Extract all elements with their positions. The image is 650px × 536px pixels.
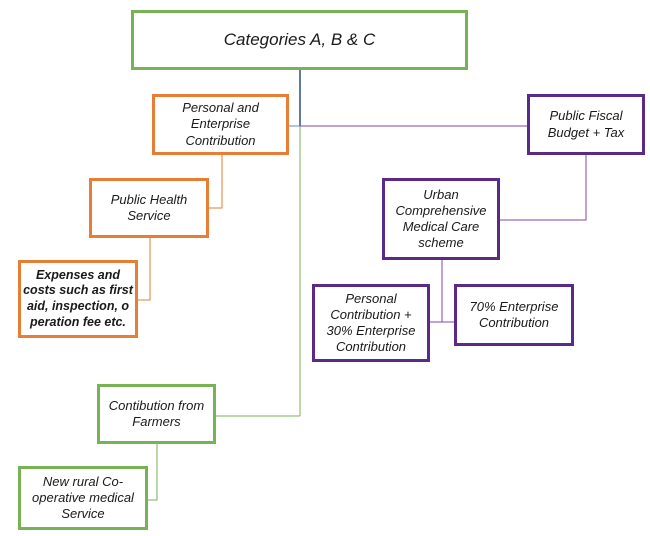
public-fiscal-node: Public Fiscal Budget + Tax: [527, 94, 645, 155]
public-health-label: Public Health Service: [110, 191, 188, 223]
public-fiscal-label: Public Fiscal Budget + Tax: [547, 108, 625, 140]
rural-cooperative-label: New rural Co- operative medical Service: [32, 473, 134, 522]
personal-enterprise-node: Personal and Enterprise Contribution: [152, 94, 289, 155]
personal-30-label: Personal Contribution + 30% Enterprise C…: [326, 290, 416, 355]
expenses-node: Expenses and costs such as first aid, in…: [18, 260, 138, 338]
root-node-label: Categories A, B & C: [223, 30, 376, 50]
urban-scheme-node: Urban Comprehensive Medical Care scheme: [382, 178, 500, 260]
farmers-node: Contibution from Farmers: [97, 384, 216, 444]
personal-enterprise-label: Personal and Enterprise Contribution: [182, 100, 259, 148]
link-public-health: [209, 155, 223, 209]
link-rural: [148, 444, 158, 501]
link-expenses: [138, 238, 151, 301]
urban-scheme-label: Urban Comprehensive Medical Care scheme: [395, 186, 487, 251]
enterprise-70-node: 70% Enterprise Contribution: [454, 284, 574, 346]
farmers-label: Contibution from Farmers: [108, 397, 205, 429]
public-health-node: Public Health Service: [89, 178, 209, 238]
personal-30-node: Personal Contribution + 30% Enterprise C…: [312, 284, 430, 362]
rural-cooperative-node: New rural Co- operative medical Service: [18, 466, 148, 530]
link-urban-scheme: [500, 155, 587, 221]
root-node: Categories A, B & C: [131, 10, 468, 70]
expenses-label: Expenses and costs such as first aid, in…: [23, 267, 133, 329]
enterprise-70-label: 70% Enterprise Contribution: [469, 298, 559, 330]
